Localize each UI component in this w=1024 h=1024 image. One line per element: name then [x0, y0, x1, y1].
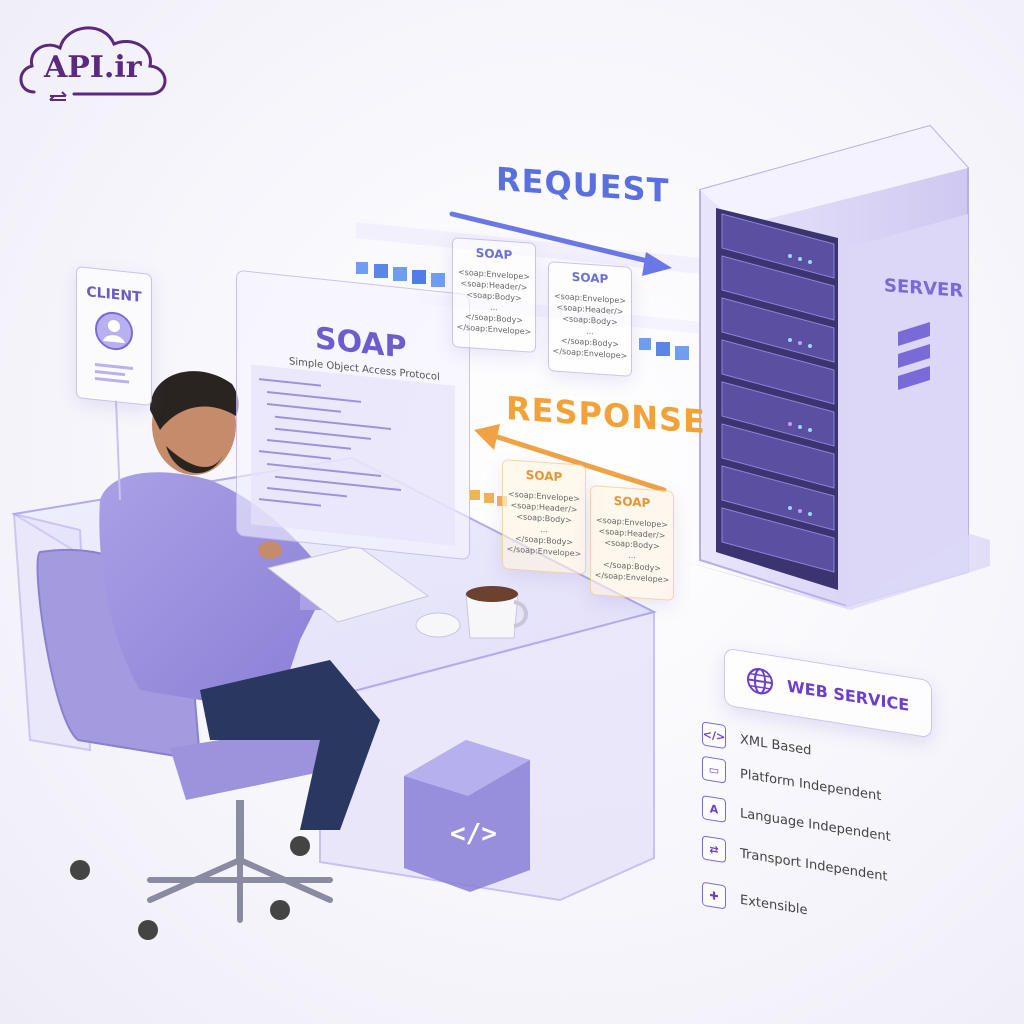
response-arrow — [474, 424, 667, 493]
code-icon: </> — [702, 721, 726, 750]
server-rack-units — [721, 213, 835, 573]
language-icon: A — [702, 795, 726, 823]
coffee-mug — [465, 586, 528, 639]
cloud-logo-icon — [19, 26, 167, 101]
soap-response-card: SOAP <soap:Envelope> <soap:Header/> <soa… — [502, 459, 586, 575]
request-data-cubes — [356, 262, 689, 360]
code-editor-graphic — [251, 364, 455, 546]
request-arrow — [449, 211, 672, 276]
client-card: CLIENT — [76, 266, 152, 406]
mouse — [415, 612, 461, 638]
transport-icon: ⇄ — [702, 835, 726, 864]
puzzle-icon: ✚ — [702, 881, 726, 910]
web-service-badge: WEB SERVICE — [724, 647, 932, 739]
soap-request-card: SOAP <soap:Envelope> <soap:Header/> <soa… — [452, 237, 536, 353]
svg-text:</>: </> — [450, 819, 497, 849]
client-card-stand — [115, 399, 121, 501]
soap-response-card: SOAP <soap:Envelope> <soap:Header/> <soa… — [590, 485, 674, 601]
logo-text: API.ir — [44, 50, 142, 85]
soap-card-title: SOAP — [571, 269, 609, 287]
api-ir-logo: API.ir — [14, 14, 174, 110]
web-service-title: WEB SERVICE — [787, 676, 910, 715]
user-avatar-icon — [95, 311, 133, 351]
soap-monitor: SOAP Simple Object Access Protocol — [236, 269, 470, 561]
soap-card-title: SOAP — [525, 467, 563, 485]
soap-card-title: SOAP — [613, 493, 651, 511]
server-indicator-lights — [788, 254, 812, 516]
globe-icon — [747, 668, 773, 695]
soap-card-title: SOAP — [475, 245, 513, 263]
code-cube: </> — [404, 740, 530, 892]
client-label: CLIENT — [86, 284, 142, 306]
keyboard — [266, 545, 430, 623]
server-tower — [680, 124, 990, 610]
server-stack-icon — [898, 322, 930, 390]
monitor-title: SOAP — [315, 321, 407, 366]
devices-icon: ▭ — [702, 755, 726, 784]
text-lines-icon — [95, 363, 133, 384]
soap-request-card: SOAP <soap:Envelope> <soap:Header/> <soa… — [548, 261, 632, 377]
